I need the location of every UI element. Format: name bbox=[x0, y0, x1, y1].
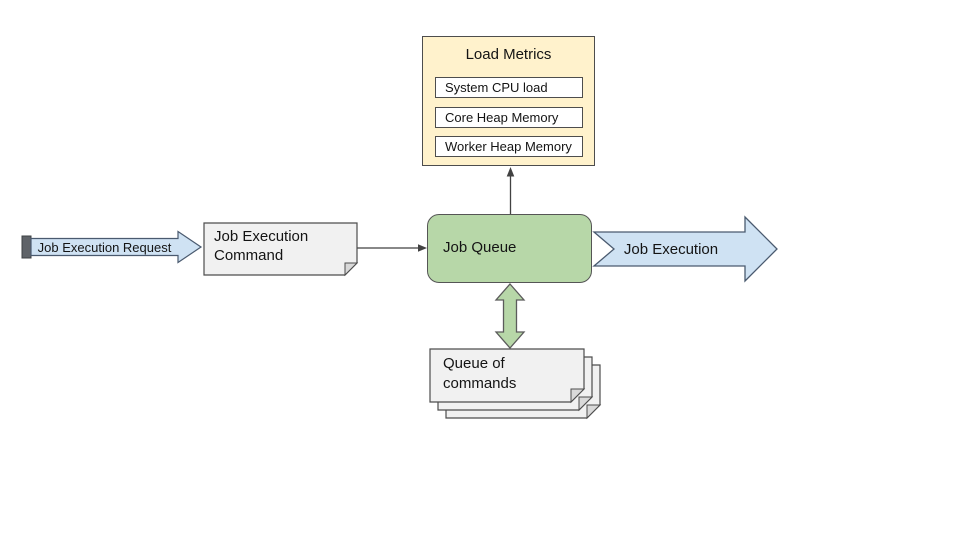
request-arrow-tail-bar bbox=[21, 235, 32, 259]
command-note-fold-icon bbox=[344, 262, 359, 277]
metric-worker-heap-memory: Worker Heap Memory bbox=[435, 136, 583, 157]
command-to-queue-arrowhead-icon bbox=[418, 244, 427, 252]
job-execution-request-label: Job Execution Request bbox=[37, 240, 172, 255]
metric-core-heap-memory: Core Heap Memory bbox=[435, 107, 583, 128]
queue-of-commands-label: Queue of commands bbox=[443, 355, 517, 392]
queue-to-metrics-arrowhead-icon bbox=[506, 167, 515, 177]
job-queue-label: Job Queue bbox=[443, 239, 517, 256]
job-queue-node bbox=[427, 214, 592, 283]
metric-system-cpu-load: System CPU load bbox=[435, 77, 583, 98]
job-execution-request-arrow-shape bbox=[30, 230, 203, 264]
job-execution-label: Job Execution bbox=[623, 241, 719, 258]
job-execution-command-label: Job Execution Command bbox=[214, 228, 309, 264]
queue-stack-double-arrow-shape bbox=[494, 283, 526, 349]
load-metrics-title: Load Metrics bbox=[465, 46, 552, 63]
queue-stack-note-shape bbox=[429, 348, 586, 404]
job-execution-arrow-shape bbox=[592, 215, 778, 283]
